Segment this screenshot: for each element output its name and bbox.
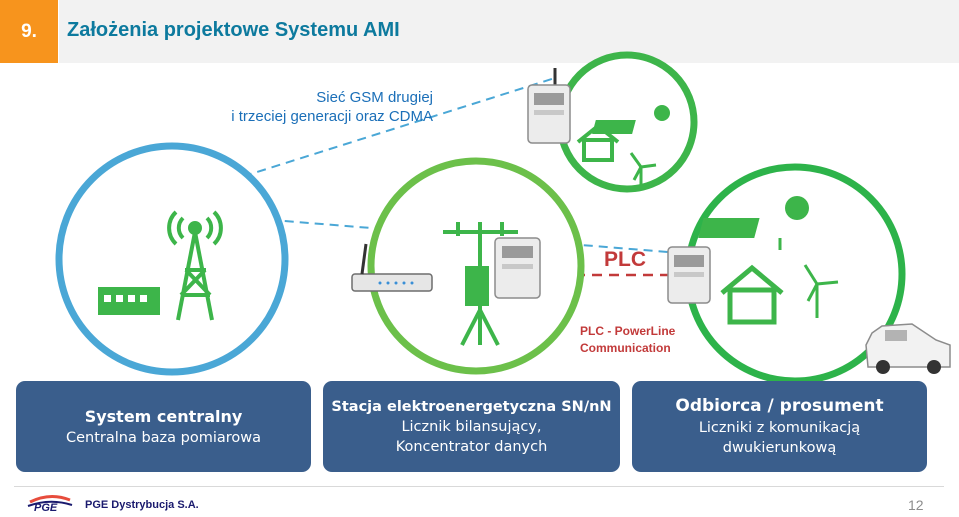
prosumer-line-1: Liczniki z komunikacją — [698, 420, 861, 436]
substation-box: Stacja elektroenergetyczna SN/nN Licznik… — [323, 381, 620, 472]
house-icon — [720, 264, 784, 325]
plc-description: PLC - PowerLine Communication — [580, 324, 676, 355]
central-building-icon — [98, 287, 160, 315]
wind-turbine-icon-small — [629, 152, 657, 190]
balancing-meter-icon — [494, 237, 541, 299]
central-system-circle — [55, 142, 289, 376]
central-system-subtitle: Centralna baza pomiarowa — [65, 429, 262, 446]
central-system-title: System centralny — [84, 406, 243, 426]
plc-meter-icon — [667, 246, 711, 304]
title-bar — [59, 0, 959, 63]
footer-divider — [14, 486, 944, 487]
power-pole-icon — [443, 222, 518, 346]
slide-number: 9. — [0, 0, 58, 63]
substation-title: Stacja elektroenergetyczna SN/nN — [331, 398, 612, 415]
prosumer-box: Odbiorca / prosument Liczniki z komunika… — [632, 381, 927, 472]
router-icon — [351, 243, 433, 292]
plc-label: PLC — [604, 248, 646, 271]
prosumer-line-2: dwukierunkową — [722, 440, 837, 456]
radio-tower-icon — [167, 210, 223, 321]
company-name: PGE Dystrybucja S.A. — [85, 499, 199, 511]
gsm-meter-icon — [527, 68, 571, 144]
solar-panel-icon — [698, 196, 809, 250]
wind-turbine-icon — [803, 264, 839, 318]
electric-car-icon — [865, 323, 951, 374]
gsm-link-line — [199, 77, 556, 191]
substation-line-2: Koncentrator danych — [395, 438, 548, 455]
slide-title: Założenia projektowe Systemu AMI — [67, 19, 400, 41]
central-system-box: System centralny Centralna baza pomiarow… — [16, 381, 311, 472]
pge-logo-icon — [27, 495, 73, 507]
pge-logo-text: PGE — [34, 502, 58, 514]
solar-panel-icon-small — [592, 105, 670, 134]
substation-line-1: Licznik bilansujący, — [401, 418, 542, 435]
gsm-label: Sieć GSM drugiej i trzeciej generacji or… — [231, 89, 433, 125]
prosumer-title: Odbiorca / prosument — [675, 396, 884, 416]
page-number: 12 — [908, 497, 924, 513]
